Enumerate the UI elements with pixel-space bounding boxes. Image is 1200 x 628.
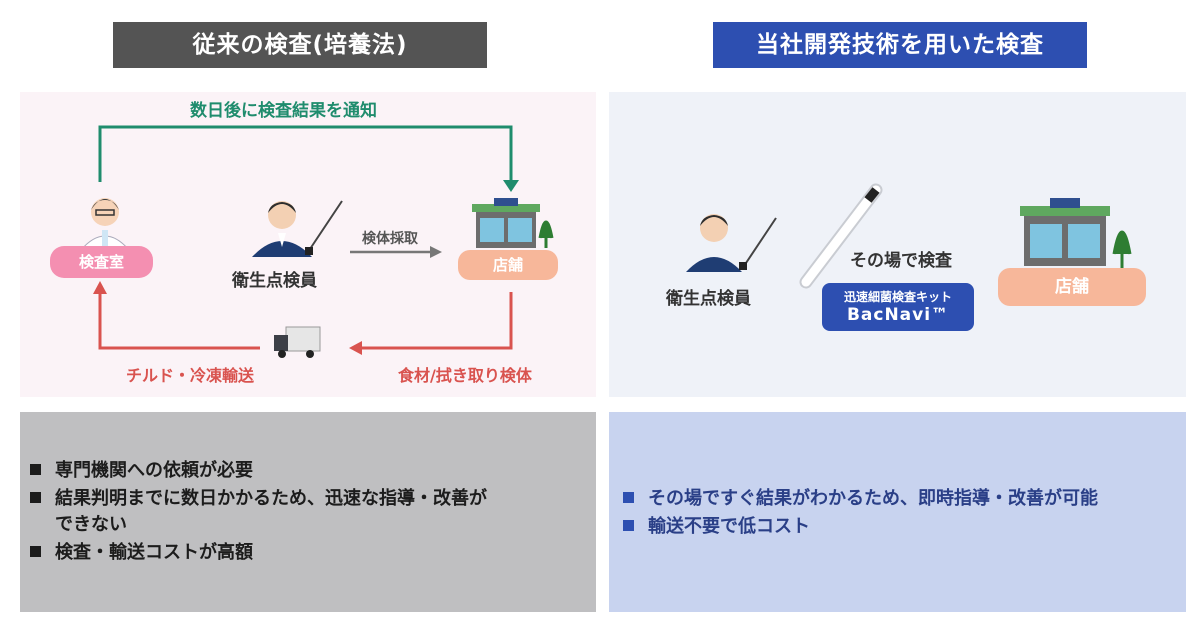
inspector-icon-right (686, 214, 777, 272)
store-icon-right (1020, 198, 1132, 268)
bacnavi-kit-badge: 迅速細菌検査キット BacNavi™ (822, 283, 974, 331)
kit-name-line: 迅速細菌検査キット (843, 290, 952, 304)
inspector-label-right: 衛生点検員 (666, 289, 751, 309)
store-badge: 店舗 (458, 250, 558, 280)
inspector-icon (252, 200, 343, 257)
issue-item: 検査・輸送コストが高額 (30, 540, 253, 566)
store-badge-right: 店舗 (998, 268, 1146, 306)
notification-label: 数日後に検査結果を通知 (190, 101, 377, 121)
truck-icon (274, 326, 321, 358)
conventional-method-header: 従来の検査(培養法) (113, 22, 487, 68)
kit-brand-line: BacNavi™ (846, 305, 950, 325)
sample-collection-label: 検体採取 (362, 231, 418, 247)
new-method-header: 当社開発技術を用いた検査 (713, 22, 1087, 68)
lab-badge: 検査室 (50, 246, 153, 278)
conventional-issues-box: 専門機関への依頼が必要 結果判明までに数日かかるため、迅速な指導・改善が できな… (20, 412, 596, 612)
transport-label: チルド・冷凍輸送 (126, 366, 255, 385)
food-sample-label: 食材/拭き取り検体 (398, 366, 532, 385)
inspector-label: 衛生点検員 (232, 271, 317, 291)
swab-stick-icon (799, 183, 883, 289)
new-method-benefits-box: その場ですぐ結果がわかるため、即時指導・改善が可能 輸送不要で低コスト (609, 412, 1186, 612)
onsite-test-label: その場で検査 (850, 251, 952, 271)
issue-item: 結果判明までに数日かかるため、迅速な指導・改善が (30, 486, 487, 512)
store-icon (472, 198, 554, 248)
issue-item: 専門機関への依頼が必要 (30, 458, 253, 484)
benefit-item: 輸送不要で低コスト (623, 514, 810, 540)
benefit-item: その場ですぐ結果がわかるため、即時指導・改善が可能 (623, 486, 1098, 512)
issue-item-continued: できない (55, 514, 127, 535)
